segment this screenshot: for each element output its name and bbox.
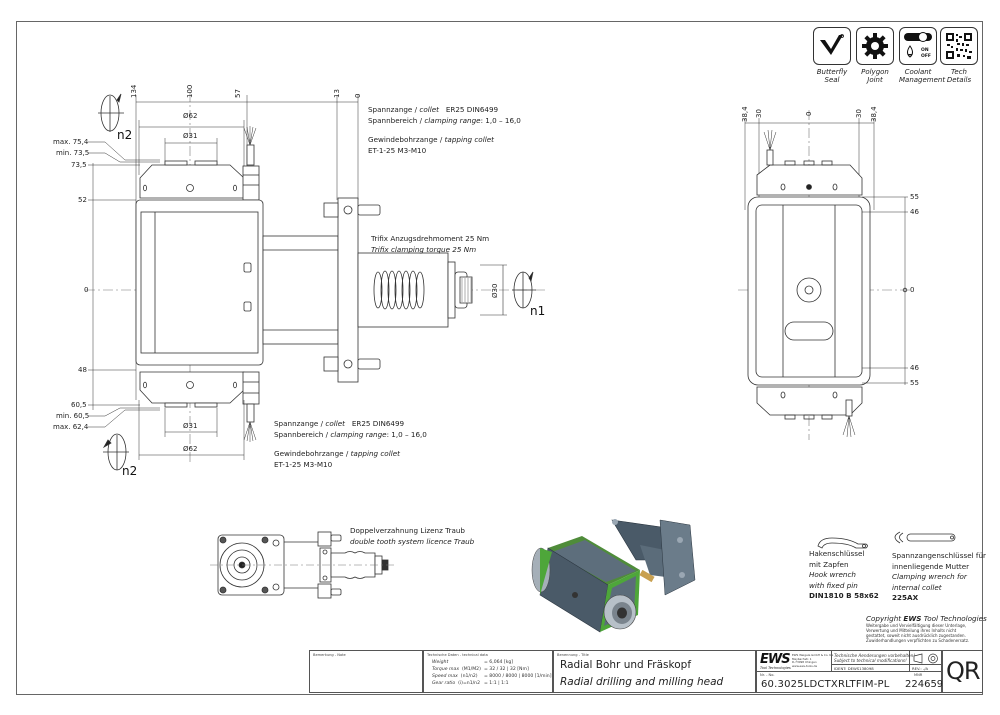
dim-52: 52 bbox=[78, 196, 87, 204]
dim-max-75-4: max. 75,4 bbox=[53, 138, 89, 146]
rotation-label-n2-top: n2 bbox=[117, 128, 133, 142]
dim-diameter-62-bottom: Ø62 bbox=[183, 445, 198, 453]
dim-48: 48 bbox=[78, 366, 87, 374]
hook-wrench-drawing bbox=[817, 537, 868, 549]
feature-label: Management bbox=[899, 76, 946, 84]
dim-100: 100 bbox=[186, 84, 194, 98]
dim-38-4-right: 38,4 bbox=[870, 106, 878, 122]
mounting-flange bbox=[337, 197, 359, 383]
tech-row-weight: Weight bbox=[432, 660, 449, 665]
dim-diameter-31-bottom: Ø31 bbox=[183, 422, 198, 430]
svg-text:OFF: OFF bbox=[921, 53, 931, 59]
revision-field: REV.: -/A bbox=[912, 666, 929, 671]
qr-label: QR bbox=[946, 657, 981, 685]
qr-cell: QR bbox=[942, 650, 983, 693]
tech-row-speed: Speed max (n1/n2) bbox=[432, 674, 478, 679]
dim-38-4-left: 38,4 bbox=[741, 106, 749, 122]
dim-73-5: 73,5 bbox=[71, 161, 87, 169]
technical-data-cell: Technische Daten - technical data Weight… bbox=[423, 650, 553, 693]
collet-note-top: Spannzange / collet ER25 DIN6499 Spannbe… bbox=[368, 105, 521, 155]
dim-diameter-62-top: Ø62 bbox=[183, 112, 198, 120]
feature-label: Seal bbox=[824, 76, 840, 84]
rotation-symbol-n2-bottom bbox=[102, 433, 129, 471]
side-main-housing bbox=[747, 196, 871, 386]
butterfly-seal-icon bbox=[813, 27, 851, 65]
company-cell: EWS Tool Technologies EWS Weigele GmbH &… bbox=[756, 650, 944, 693]
ews-logo: EWS Tool Technologies bbox=[760, 652, 791, 670]
isometric-render bbox=[531, 519, 696, 633]
drawing-frame bbox=[16, 21, 983, 695]
dim-30-left: 30 bbox=[755, 109, 763, 118]
dim-min-60-5: min. 60,5 bbox=[56, 412, 90, 420]
company-address: EWS Weigele GmbH & Co. KG Maybachstr. 1 … bbox=[792, 653, 834, 668]
rotation-label-n1: n1 bbox=[530, 304, 546, 318]
side-upper-housing bbox=[756, 164, 863, 196]
dim-134: 134 bbox=[130, 84, 138, 98]
title-english: Radial drilling and milling head bbox=[560, 676, 724, 688]
remark-cell: Bemerkung - Note bbox=[309, 650, 423, 693]
tech-row-torque: Torque max (M1/M2) bbox=[432, 667, 481, 672]
rotation-symbol-n2-top bbox=[98, 93, 124, 132]
feature-label: Joint bbox=[867, 76, 883, 84]
ident-field: IDENT: DEWS138098 bbox=[834, 666, 874, 671]
feature-label: Tech bbox=[950, 68, 967, 76]
svg-text:ON: ON bbox=[921, 47, 929, 53]
dim-55-top: 55 bbox=[910, 193, 919, 201]
dim-13: 13 bbox=[333, 89, 341, 98]
dim-46-top: 46 bbox=[910, 208, 919, 216]
part-number: 60.3025LDCTXRLTFIM-PL bbox=[761, 679, 890, 690]
feature-label: Polygon bbox=[861, 68, 889, 76]
tech-row-gear-ratio: Gear ratio (i)=n1/n2 bbox=[432, 681, 481, 686]
dim-0-right: 0 bbox=[910, 286, 915, 294]
rotation-symbol-n1 bbox=[512, 271, 536, 309]
material-number: 224659 bbox=[905, 679, 944, 690]
hook-wrench-note: Hakenschlüssel mit Zapfen Hook wrench wi… bbox=[809, 549, 879, 600]
projection-symbol-icon bbox=[913, 653, 938, 664]
feature-label: Details bbox=[946, 76, 972, 84]
clamping-wrench-note: Spannzangenschlüssel für innenliegende M… bbox=[892, 551, 986, 602]
dim-0-left: 0 bbox=[84, 286, 89, 294]
dim-30-right: 30 bbox=[855, 109, 863, 118]
dim-min-73-5: min. 73,5 bbox=[56, 149, 90, 157]
copyright-notice: Copyright EWS Tool Technologies Weiterga… bbox=[866, 614, 987, 643]
dim-60-5: 60,5 bbox=[71, 401, 87, 409]
dim-0-side: 0 bbox=[805, 111, 813, 116]
trifix-torque-note: Trifix Anzugsdrehmoment 25 Nm Trifix cla… bbox=[371, 234, 490, 254]
feature-label: Butterfly bbox=[816, 68, 848, 76]
coolant-management-icon: ON OFF bbox=[899, 27, 937, 65]
feature-label: Coolant bbox=[904, 68, 932, 76]
dim-max-62-4: max. 62,4 bbox=[53, 423, 89, 431]
dim-0-top: 0 bbox=[354, 93, 362, 98]
clamping-wrench-drawing bbox=[894, 531, 956, 544]
double-tooth-note: Doppelverzahnung Lizenz Traub double too… bbox=[350, 526, 475, 546]
top-view-drawing bbox=[210, 531, 395, 599]
dim-57: 57 bbox=[234, 89, 242, 98]
dim-46-bottom: 46 bbox=[910, 364, 919, 372]
title-cell: Benennung - Title Radial Bohr und Fräsko… bbox=[553, 650, 756, 693]
upper-spindle-housing bbox=[139, 164, 245, 199]
change-note: Technische Aenderungen vorbehalten! Subj… bbox=[834, 653, 915, 663]
title-german: Radial Bohr und Fräskopf bbox=[560, 659, 692, 671]
dim-diameter-31-top: Ø31 bbox=[183, 132, 198, 140]
dim-diameter-30: Ø30 bbox=[491, 283, 499, 298]
shank-serrations bbox=[373, 270, 425, 310]
dim-55-bottom: 55 bbox=[910, 379, 919, 387]
qr-code-icon bbox=[940, 27, 978, 65]
rotation-label-n2-bottom: n2 bbox=[122, 464, 138, 478]
polygon-joint-icon bbox=[856, 27, 894, 65]
collet-note-bottom: Spannzange / collet ER25 DIN6499 Spannbe… bbox=[274, 419, 427, 469]
